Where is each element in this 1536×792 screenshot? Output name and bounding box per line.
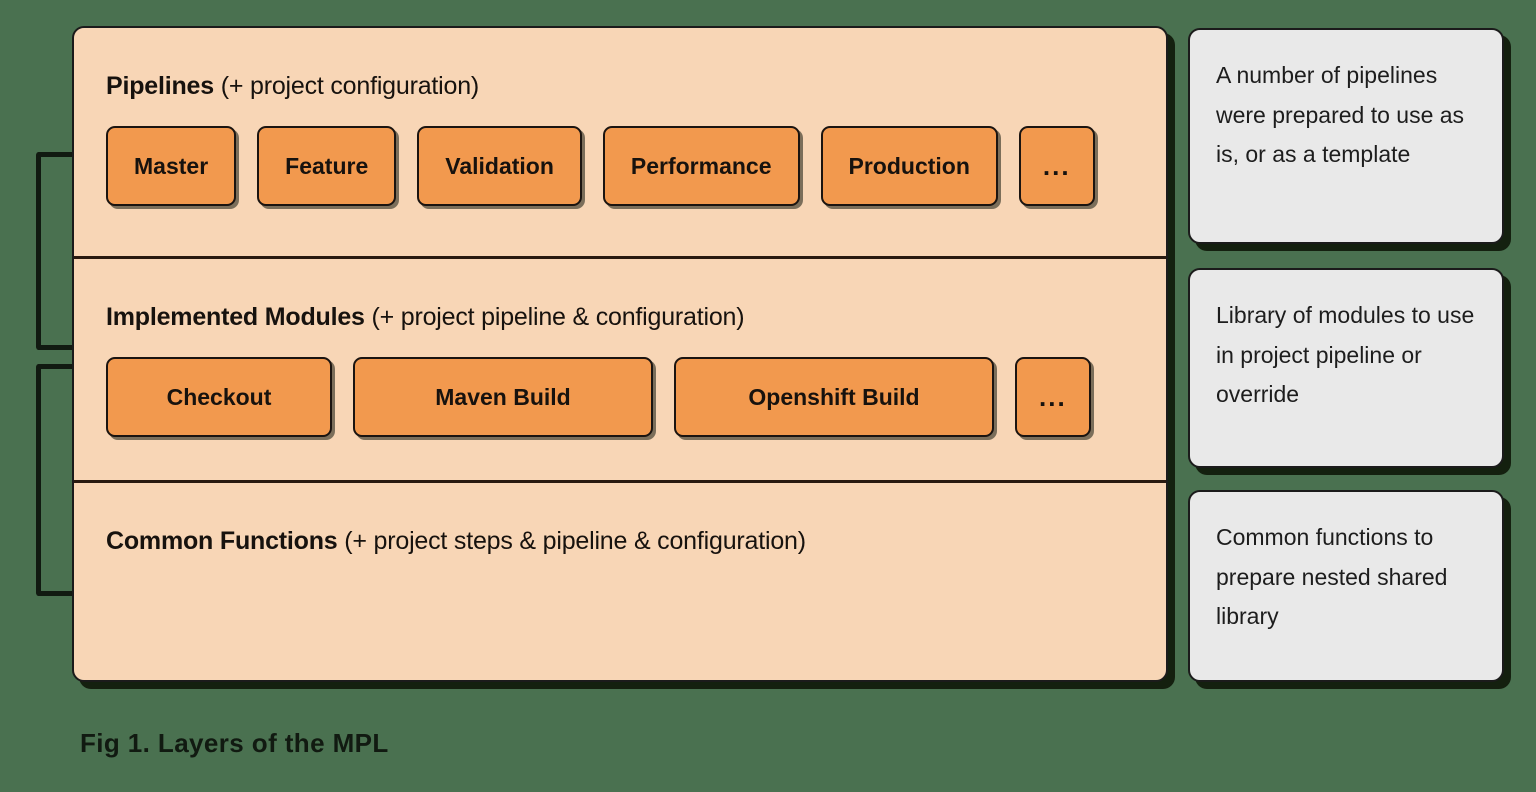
layer-modules-heading: Implemented Modules (+ project pipeline … xyxy=(106,259,1134,332)
chip-maven-build[interactable]: Maven Build xyxy=(353,357,653,437)
chip-checkout[interactable]: Checkout xyxy=(106,357,332,437)
layer-common-heading: Common Functions (+ project steps & pipe… xyxy=(106,483,1134,556)
layer-pipelines-heading: Pipelines (+ project configuration) xyxy=(106,28,1134,101)
pipelines-chip-row: Master Feature Validation Performance Pr… xyxy=(106,126,1134,206)
chip-validation[interactable]: Validation xyxy=(417,126,582,206)
layer-common-heading-strong: Common Functions xyxy=(106,527,338,555)
layer-pipelines-heading-rest: (+ project configuration) xyxy=(213,72,480,100)
layer-common-functions: Common Functions (+ project steps & pipe… xyxy=(74,480,1166,680)
layer-implemented-modules: Implemented Modules (+ project pipeline … xyxy=(74,256,1166,480)
chip-openshift-build[interactable]: Openshift Build xyxy=(674,357,994,437)
layer-pipelines: Pipelines (+ project configuration) Mast… xyxy=(74,28,1166,256)
chip-modules-more[interactable]: ... xyxy=(1015,357,1091,437)
chip-performance[interactable]: Performance xyxy=(602,126,800,206)
chip-feature[interactable]: Feature xyxy=(257,126,397,206)
layer-common-heading-rest: (+ project steps & pipeline & configurat… xyxy=(337,527,806,555)
layer-modules-heading-rest: (+ project pipeline & configuration) xyxy=(364,303,745,331)
mpl-layers-panel: Pipelines (+ project configuration) Mast… xyxy=(72,26,1168,682)
bracket-pipelines-to-modules xyxy=(36,152,80,350)
layer-modules-heading-strong: Implemented Modules xyxy=(106,303,365,331)
figure-caption: Fig 1. Layers of the MPL xyxy=(80,728,389,758)
note-modules: Library of modules to use in project pip… xyxy=(1188,268,1504,468)
chip-master[interactable]: Master xyxy=(106,126,237,206)
chip-pipelines-more[interactable]: ... xyxy=(1018,126,1095,206)
note-pipelines: A number of pipelines were prepared to u… xyxy=(1188,28,1504,244)
modules-chip-row: Checkout Maven Build Openshift Build ... xyxy=(106,357,1134,437)
note-common-functions: Common functions to prepare nested share… xyxy=(1188,490,1504,682)
bracket-modules-to-common xyxy=(36,364,80,596)
layer-pipelines-heading-strong: Pipelines xyxy=(106,72,214,100)
chip-production[interactable]: Production xyxy=(820,126,998,206)
